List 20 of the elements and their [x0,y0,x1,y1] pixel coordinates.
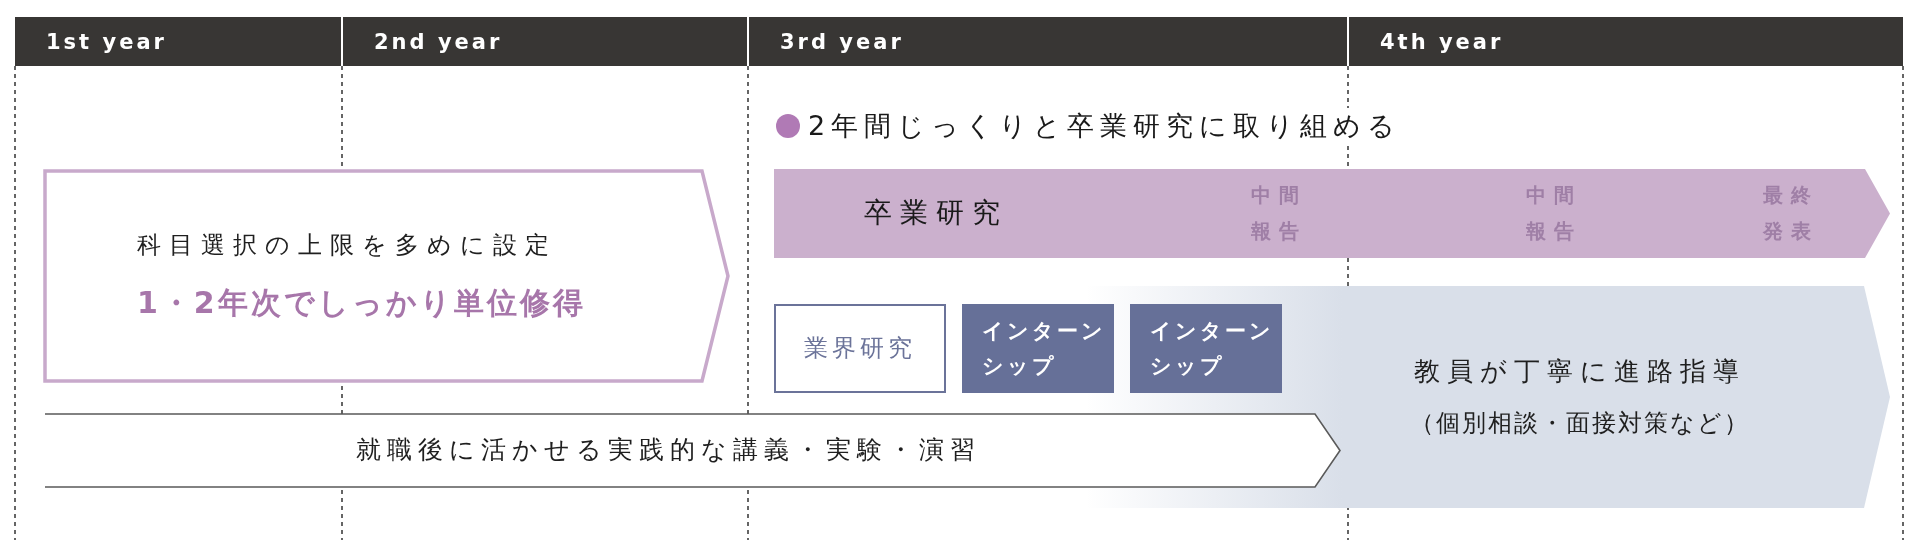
year-label: 2nd year [374,29,503,54]
activity-label: インターンシップ [1150,317,1274,380]
year-label: 3rd year [780,29,904,54]
highlight-text: 1・2年次でしっかり単位修得 [137,283,586,322]
year-label: 1st year [46,29,167,54]
year-label: 4th year [1380,29,1504,54]
description-text: 就職後に活かせる実践的な講義・実験・演習 [355,434,981,467]
chevron-panel [45,413,1341,488]
activity-label: 業界研究 [804,332,916,364]
activity-box [774,304,946,393]
activity-label: インターンシップ [982,317,1106,380]
activity-box [962,304,1114,393]
shaded-chevron-panel [1342,286,1890,508]
chevron-band [774,169,1890,258]
chevron-panel [43,169,730,383]
description-text: 科目選択の上限を多めに設定 [137,230,557,262]
guidance-text: 教員が丁寧に進路指導 [1414,354,1746,388]
activity-box [1130,304,1282,393]
band-title: 卒業研究 [864,195,1008,232]
guidance-note: （個別相談・面接対策など） [1410,408,1750,440]
